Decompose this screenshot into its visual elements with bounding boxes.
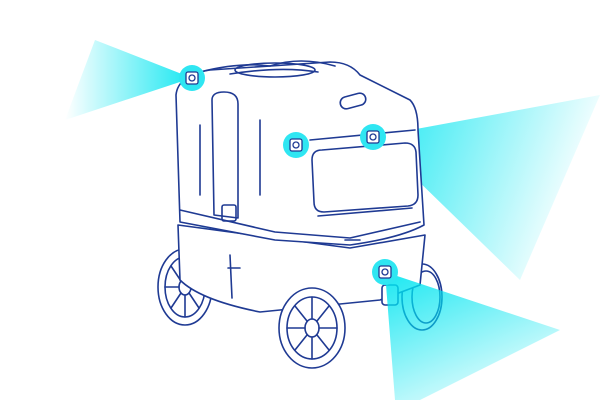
camera-sensor-icon <box>179 65 205 91</box>
sensor-beam <box>65 40 192 120</box>
camera-sensor-icon <box>283 132 309 158</box>
front-window <box>311 142 419 213</box>
camera-sensor-icon <box>372 259 398 285</box>
front-wheel <box>278 287 346 369</box>
sensor-beam <box>373 95 600 280</box>
camera-sensor-icon <box>360 124 386 150</box>
sensor-beam <box>385 272 560 400</box>
